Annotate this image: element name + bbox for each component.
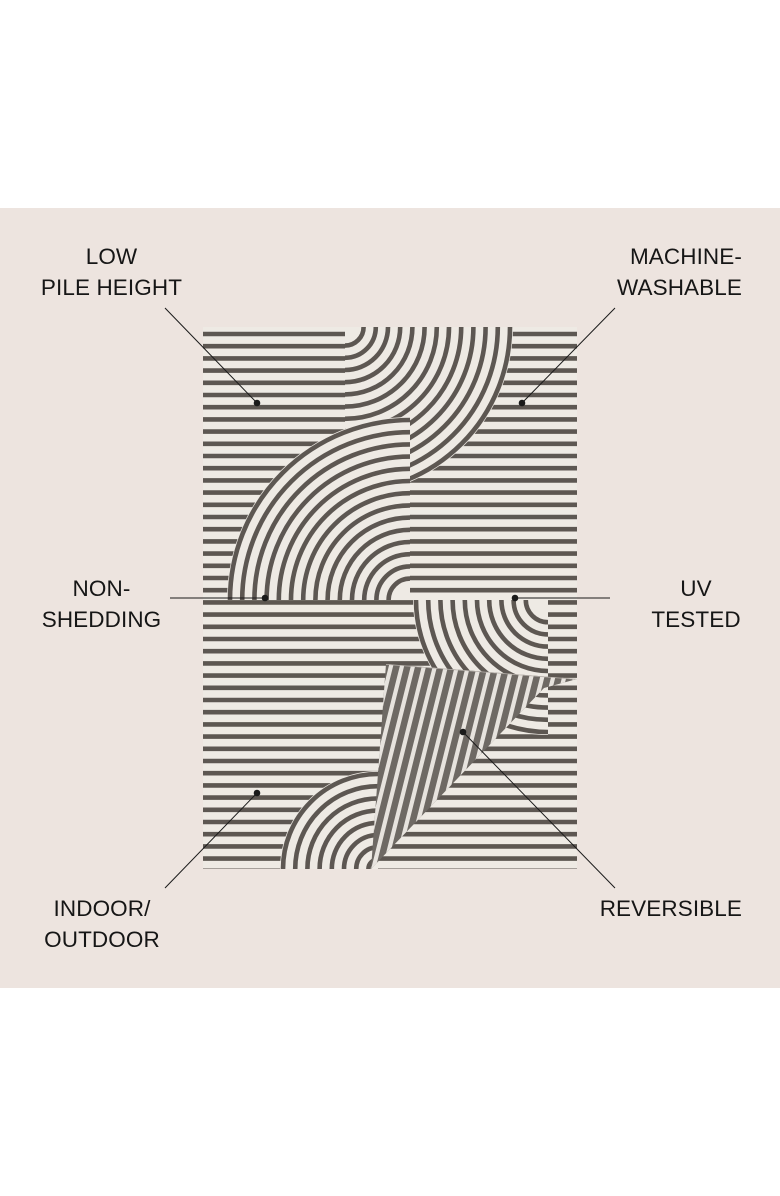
- rug-arc-stripe: [344, 327, 427, 409]
- reverse-stripe: [712, 658, 767, 878]
- feature-non-shedding: NON- SHEDDING: [0, 573, 203, 635]
- reverse-stripe: [140, 658, 195, 878]
- rug-arc-stripe: [486, 599, 549, 662]
- callout-low-pile-line: [164, 307, 258, 404]
- feature-uv-tested-line2: TESTED: [651, 607, 741, 632]
- rug-arc-stripe: [288, 478, 411, 601]
- reverse-stripe: [379, 664, 440, 869]
- reverse-stripe: [371, 664, 429, 869]
- reverse-stripe: [668, 658, 723, 878]
- rug-arc-stripe: [499, 599, 549, 649]
- feature-non-shedding-line1: NON-: [72, 576, 131, 601]
- rug-arc-stripe: [344, 327, 366, 348]
- reverse-stripe: [129, 658, 184, 878]
- callout-non-shedding-dot: [261, 594, 269, 602]
- rug-arc-stripe: [325, 515, 411, 601]
- feature-reversible-line1: REVERSIBLE: [599, 896, 742, 921]
- feature-low-pile: LOW PILE HEIGHT: [0, 241, 223, 303]
- reverse-stripe: [371, 664, 396, 869]
- reverse-stripe: [734, 658, 780, 878]
- rug-arc-stripe: [252, 442, 411, 601]
- feature-panel: LOW PILE HEIGHT MACHINE- WASHABLE NON- S…: [0, 208, 780, 988]
- reverse-stripe: [591, 658, 646, 878]
- callout-reversible-dot: [459, 728, 467, 736]
- rug-arc-stripe: [317, 808, 379, 869]
- rug-arc-stripe: [227, 417, 411, 601]
- reverse-stripe: [107, 658, 162, 878]
- rug-arc-stripe: [276, 466, 411, 601]
- reverse-stripe: [624, 658, 679, 878]
- rug-arc-stripe: [474, 599, 549, 674]
- feature-low-pile-line1: LOW: [85, 244, 138, 269]
- feature-machine-washable-line1: MACHINE-: [629, 244, 742, 269]
- rug-arc-stripe: [344, 327, 403, 385]
- rug-arc-stripe: [292, 783, 379, 869]
- feature-indoor-outdoor-line2: OUTDOOR: [44, 927, 160, 952]
- feature-uv-tested-line1: UV: [680, 576, 712, 601]
- rug-arc-stripe: [264, 454, 411, 601]
- reverse-stripe: [566, 664, 577, 869]
- rug-arc-stripe: [361, 551, 411, 601]
- feature-uv-tested: UV TESTED: [640, 573, 752, 635]
- reverse-stripe: [613, 658, 668, 878]
- feature-reversible: REVERSIBLE: [600, 893, 742, 924]
- reverse-stripe: [580, 658, 635, 878]
- rug-arc-bottom: [280, 771, 379, 869]
- reverse-stripe: [602, 658, 657, 878]
- reverse-stripe: [723, 658, 778, 878]
- feature-indoor-outdoor: INDOOR/ OUTDOOR: [0, 893, 204, 955]
- rug-arc-stripe: [511, 599, 549, 637]
- feature-machine-washable-line2: WASHABLE: [616, 275, 742, 300]
- callout-reversible-line: [462, 731, 616, 889]
- reverse-stripe: [646, 658, 701, 878]
- reverse-stripe: [657, 658, 712, 878]
- rug-arc-stripe: [313, 503, 411, 601]
- reverse-stripe: [371, 664, 418, 869]
- reverse-stripe: [635, 658, 690, 878]
- reverse-stripe: [690, 658, 745, 878]
- callout-machine-washable-dot: [518, 399, 526, 407]
- reverse-stripe: [679, 658, 734, 878]
- callout-indoor-outdoor-dot: [253, 789, 261, 797]
- rug-arc-stripe: [300, 490, 411, 601]
- rug-arc-stripe: [349, 539, 411, 601]
- callout-lines: [164, 307, 616, 889]
- feature-indoor-outdoor-line1: INDOOR/: [53, 896, 151, 921]
- feature-non-shedding-line2: SHEDDING: [41, 607, 162, 632]
- rug-arc-stripe: [280, 771, 379, 869]
- rug-arc-stripe: [386, 576, 411, 601]
- callout-uv-tested-dot: [511, 594, 519, 602]
- reverse-stripe: [151, 658, 206, 878]
- rug-arc-stripe: [305, 796, 379, 869]
- reverse-stripe: [118, 658, 173, 878]
- rug-arc-stripe: [344, 327, 415, 397]
- rug-arc-stripe: [341, 832, 379, 869]
- reverse-stripe: [96, 658, 151, 878]
- feature-low-pile-line2: PILE HEIGHT: [40, 275, 183, 300]
- rug-arc-stripe: [344, 327, 379, 361]
- rug-arc-stripe: [344, 327, 440, 422]
- rug-arc-stripe: [337, 527, 411, 601]
- callout-low-pile-dot: [253, 399, 261, 407]
- rug-arc-stripe: [374, 564, 411, 601]
- feature-machine-washable: MACHINE- WASHABLE: [617, 241, 742, 303]
- rug-illustration: [85, 307, 780, 889]
- rug-arc-stripe: [523, 599, 549, 625]
- rug-arc-stripe: [344, 327, 391, 373]
- reverse-stripe: [701, 658, 756, 878]
- callout-machine-washable-line: [521, 307, 616, 404]
- callout-indoor-outdoor-line: [164, 792, 258, 889]
- reverse-stripe: [85, 658, 140, 878]
- rug-arc-stripe: [329, 820, 379, 869]
- rug-arc-stripe: [239, 429, 411, 601]
